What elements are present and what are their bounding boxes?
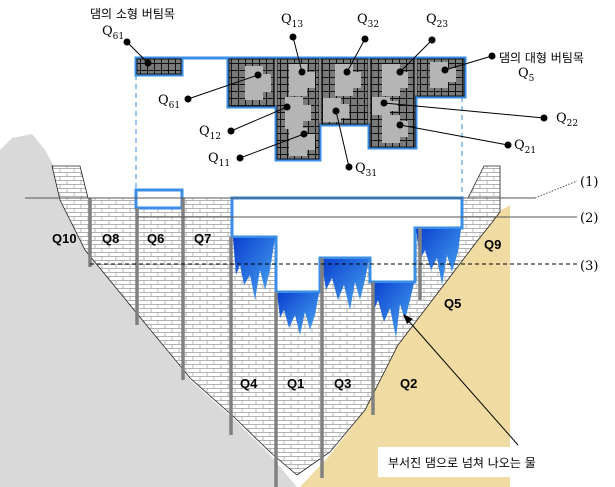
section-label-q2: Q2 <box>400 376 417 391</box>
callout-text: 부서진 댐으로 넘쳐 나오는 물 <box>388 456 536 470</box>
level-label-1: (1) <box>580 175 598 190</box>
leader-lines <box>126 36 545 168</box>
label-q61: Q61 <box>158 93 180 111</box>
label-q22: Q22 <box>556 111 578 129</box>
section-label-q4: Q4 <box>240 376 258 391</box>
label-q13: Q13 <box>281 12 303 30</box>
section-label-q3: Q3 <box>334 376 351 391</box>
level-label-3: (3) <box>580 259 598 274</box>
small-buttress-title: 댐의 소형 버팀목 <box>90 7 175 21</box>
section-label-q7: Q7 <box>194 231 211 246</box>
q6-notch <box>134 188 184 210</box>
piers <box>88 198 422 487</box>
level-line-1-leader <box>534 180 578 199</box>
label-q12: Q12 <box>199 124 221 142</box>
callout-box <box>378 447 583 477</box>
label-q21: Q21 <box>514 138 536 156</box>
label-q31: Q31 <box>355 161 377 179</box>
right-soil <box>300 205 510 487</box>
section-label-q8: Q8 <box>102 231 119 246</box>
section-label-q9: Q9 <box>484 237 501 252</box>
left-rock <box>0 134 297 487</box>
section-label-q5: Q5 <box>444 296 461 311</box>
section-label-q1: Q1 <box>287 376 304 391</box>
section-label-q6: Q6 <box>147 231 164 246</box>
overflow-water <box>233 229 461 338</box>
label-q23: Q23 <box>426 12 448 30</box>
leader-dots <box>123 33 548 171</box>
label-q5: Q5 <box>518 66 535 84</box>
buttress-outline <box>134 56 467 162</box>
callout-arrow-line <box>405 317 519 446</box>
breach-opening <box>230 196 464 294</box>
callout-arrowhead <box>403 314 413 324</box>
large-buttress-title: 댐의 대형 버팀목 <box>499 51 584 65</box>
label-q61-small: Q61 <box>102 24 124 42</box>
label-q11: Q11 <box>208 151 230 169</box>
section-label-q10: Q10 <box>52 231 77 246</box>
level-label-2: (2) <box>580 211 598 226</box>
label-q32: Q32 <box>357 12 379 30</box>
